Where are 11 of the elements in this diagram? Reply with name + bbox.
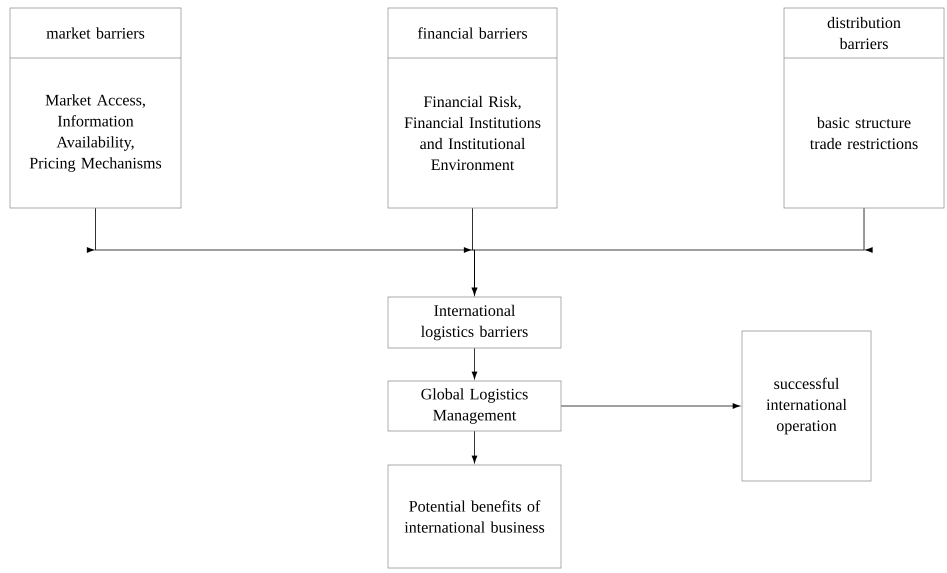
barrier-box: distribution barriers basic structure trade restrictions [784,8,944,208]
arrow [472,430,478,464]
process-box: International logistics barriers [388,296,562,348]
arrow [472,348,478,380]
arrow [560,403,740,409]
barrier-box: financial barriers Financial Risk, Financial Institutions and Institutional Environment [388,8,558,208]
process-box: successful international operation [742,330,872,482]
process-box: Potential benefits of international business [388,464,562,568]
arrow [472,208,873,296]
process-box: Global Logistics Management [388,380,562,432]
barrier-box: market barriers Market Access, Information Availability, Pricing Mechanisms [10,8,182,208]
